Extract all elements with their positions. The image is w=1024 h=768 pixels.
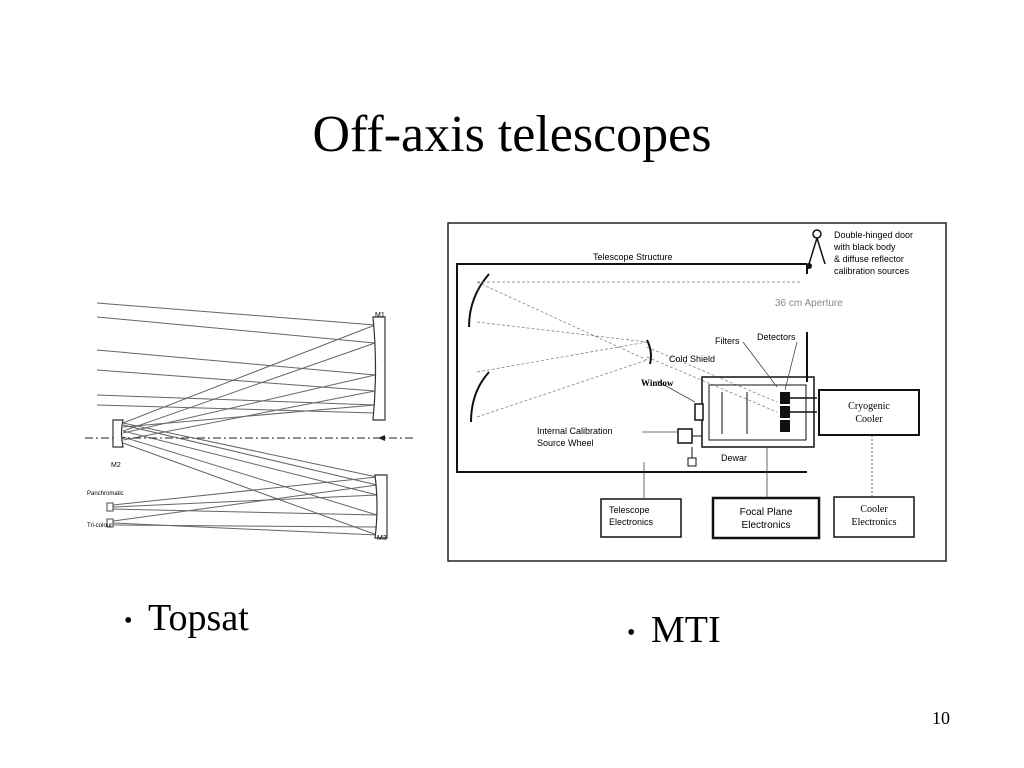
m3-mirror xyxy=(374,474,388,539)
cooler-electronics-label-1: Cooler xyxy=(860,504,888,515)
slide-title: Off-axis telescopes xyxy=(312,106,712,163)
cooler-electronics-label-2: Electronics xyxy=(852,517,897,528)
aperture-label: 36 cm Aperture xyxy=(775,298,843,309)
tricolour-label: Tri-colour xyxy=(87,523,112,529)
calibration-label-1: Internal Calibration xyxy=(537,426,613,436)
topsat-optical-diagram: M1 M2 M3 Panchromatic Tri-colour xyxy=(85,302,415,542)
bullet-text: Topsat xyxy=(148,597,249,639)
calibration-label-2: Source Wheel xyxy=(537,438,594,448)
m2-mirror xyxy=(112,419,124,448)
mti-schematic-diagram: Telescope Structure Double-hinged door w… xyxy=(447,222,947,562)
telescope-structure-label: Telescope Structure xyxy=(593,252,673,262)
door-label-1: Double-hinged door xyxy=(834,230,913,240)
bullet-mti: • MTI xyxy=(627,608,721,655)
m1-mirror xyxy=(372,316,386,421)
m3-label: M3 xyxy=(377,535,387,542)
m2-label: M2 xyxy=(111,462,121,469)
page-number: 10 xyxy=(932,708,950,728)
detectors-label: Detectors xyxy=(757,332,796,342)
bullet-text: MTI xyxy=(651,609,721,651)
door-label-4: calibration sources xyxy=(834,266,910,276)
m1-label: M1 xyxy=(375,312,385,319)
bullet-topsat: • Topsat xyxy=(124,596,249,643)
filters-label: Filters xyxy=(715,336,740,346)
bullet-dot-icon: • xyxy=(124,608,133,635)
bullet-dot-icon: • xyxy=(627,620,636,647)
cryogenic-cooler-label-1: Cryogenic xyxy=(848,401,890,412)
door-label-3: & diffuse reflector xyxy=(834,254,904,264)
telescope-electronics-label-1: Telescope xyxy=(609,505,650,515)
cold-shield-label: Cold Shield xyxy=(669,354,715,364)
panchromatic-label: Panchromatic xyxy=(87,491,124,497)
telescope-electronics-label-2: Electronics xyxy=(609,517,654,527)
door-label-2: with black body xyxy=(833,242,896,252)
cryogenic-cooler-label-2: Cooler xyxy=(855,414,883,425)
dewar-label: Dewar xyxy=(721,453,747,463)
focal-plane-electronics-label-1: Focal Plane xyxy=(740,507,793,518)
focal-plane-electronics-label-2: Electronics xyxy=(742,520,791,531)
window-label: Window xyxy=(641,378,674,388)
